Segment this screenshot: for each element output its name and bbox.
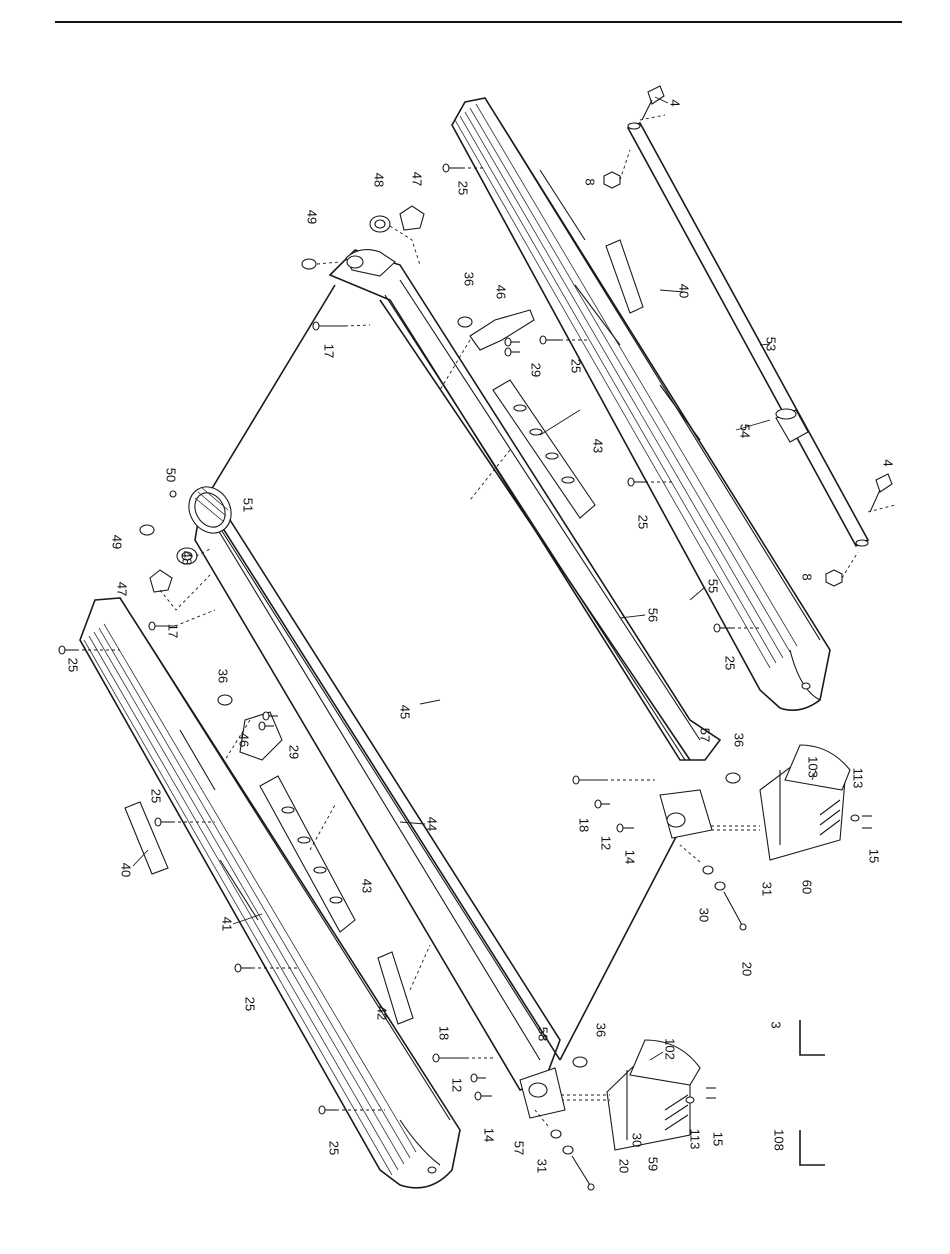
callout-25: 25 (66, 658, 81, 672)
callout-25: 25 (243, 997, 258, 1011)
callout-29: 29 (529, 363, 544, 377)
callout-3: 3 (769, 1021, 784, 1028)
callout-36: 36 (216, 669, 231, 683)
callout-14: 14 (623, 850, 638, 864)
callout-4: 4 (881, 459, 896, 466)
callout-25: 25 (149, 789, 164, 803)
callout-36: 36 (732, 733, 747, 747)
callout-25: 25 (723, 656, 738, 670)
callout-25: 25 (636, 515, 651, 529)
callout-46: 46 (494, 285, 509, 299)
callout-55: 55 (706, 579, 721, 593)
callout-51: 51 (241, 498, 256, 512)
callout-60: 60 (800, 880, 815, 894)
deck-guards (260, 380, 595, 932)
callout-43: 43 (591, 439, 606, 453)
callout-48: 48 (372, 173, 387, 187)
callout-47: 47 (115, 582, 130, 596)
callout-8: 8 (583, 178, 598, 185)
callout-36: 36 (462, 272, 477, 286)
callout-41: 41 (220, 917, 235, 931)
callout-25: 25 (569, 359, 584, 373)
walking-deck (195, 250, 720, 1090)
callout-30: 30 (697, 908, 712, 922)
callout-56: 56 (646, 608, 661, 622)
callout-47: 47 (410, 172, 425, 186)
callout-15: 15 (867, 849, 882, 863)
callout-20: 20 (617, 1159, 632, 1173)
callout-113: 113 (688, 1129, 703, 1150)
callout-29: 29 (287, 745, 302, 759)
callout-12: 12 (599, 836, 614, 850)
front-roller-end (346, 250, 395, 276)
callout-103: 103 (806, 756, 821, 778)
callout-57: 57 (512, 1141, 527, 1155)
callout-45: 45 (398, 705, 413, 719)
callout-25: 25 (327, 1141, 342, 1155)
callout-58: 58 (536, 1027, 551, 1041)
callout-31: 31 (760, 882, 775, 896)
callout-25: 25 (456, 181, 471, 195)
washers-36 (218, 317, 740, 1067)
callout-31: 31 (535, 1159, 550, 1173)
callout-4: 4 (668, 99, 683, 106)
callout-36: 36 (594, 1023, 609, 1037)
callout-59: 59 (646, 1157, 661, 1171)
callout-18: 18 (577, 818, 592, 832)
callout-15: 15 (711, 1132, 726, 1146)
callout-42: 42 (375, 1006, 390, 1020)
rear-roller-pulley (181, 479, 240, 541)
callout-102: 102 (663, 1038, 678, 1060)
callout-108: 108 (772, 1129, 787, 1151)
callout-113: 113 (851, 768, 866, 789)
front-foot-right (705, 745, 850, 860)
callout-49: 49 (110, 535, 125, 549)
side-brackets (225, 310, 534, 760)
callout-40: 40 (677, 284, 692, 298)
callout-46: 46 (237, 733, 252, 747)
callout-14: 14 (482, 1128, 497, 1142)
callout-53: 53 (764, 337, 779, 351)
callout-49: 49 (305, 210, 320, 224)
callout-48: 48 (180, 551, 195, 565)
callout-57: 57 (698, 728, 713, 742)
callout-17: 17 (322, 344, 337, 358)
callout-50: 50 (164, 468, 179, 482)
callout-12: 12 (450, 1078, 465, 1092)
rear-roller-tube (628, 123, 868, 546)
callout-17: 17 (166, 624, 181, 638)
callout-20: 20 (740, 962, 755, 976)
callout-44: 44 (425, 817, 440, 831)
callout-43: 43 (360, 879, 375, 893)
callout-30: 30 (630, 1133, 645, 1147)
hex-keys (800, 1020, 825, 1165)
callout-54: 54 (738, 424, 753, 438)
callout-40: 40 (119, 863, 134, 877)
callout-8: 8 (800, 573, 815, 580)
callout-18: 18 (437, 1026, 452, 1040)
